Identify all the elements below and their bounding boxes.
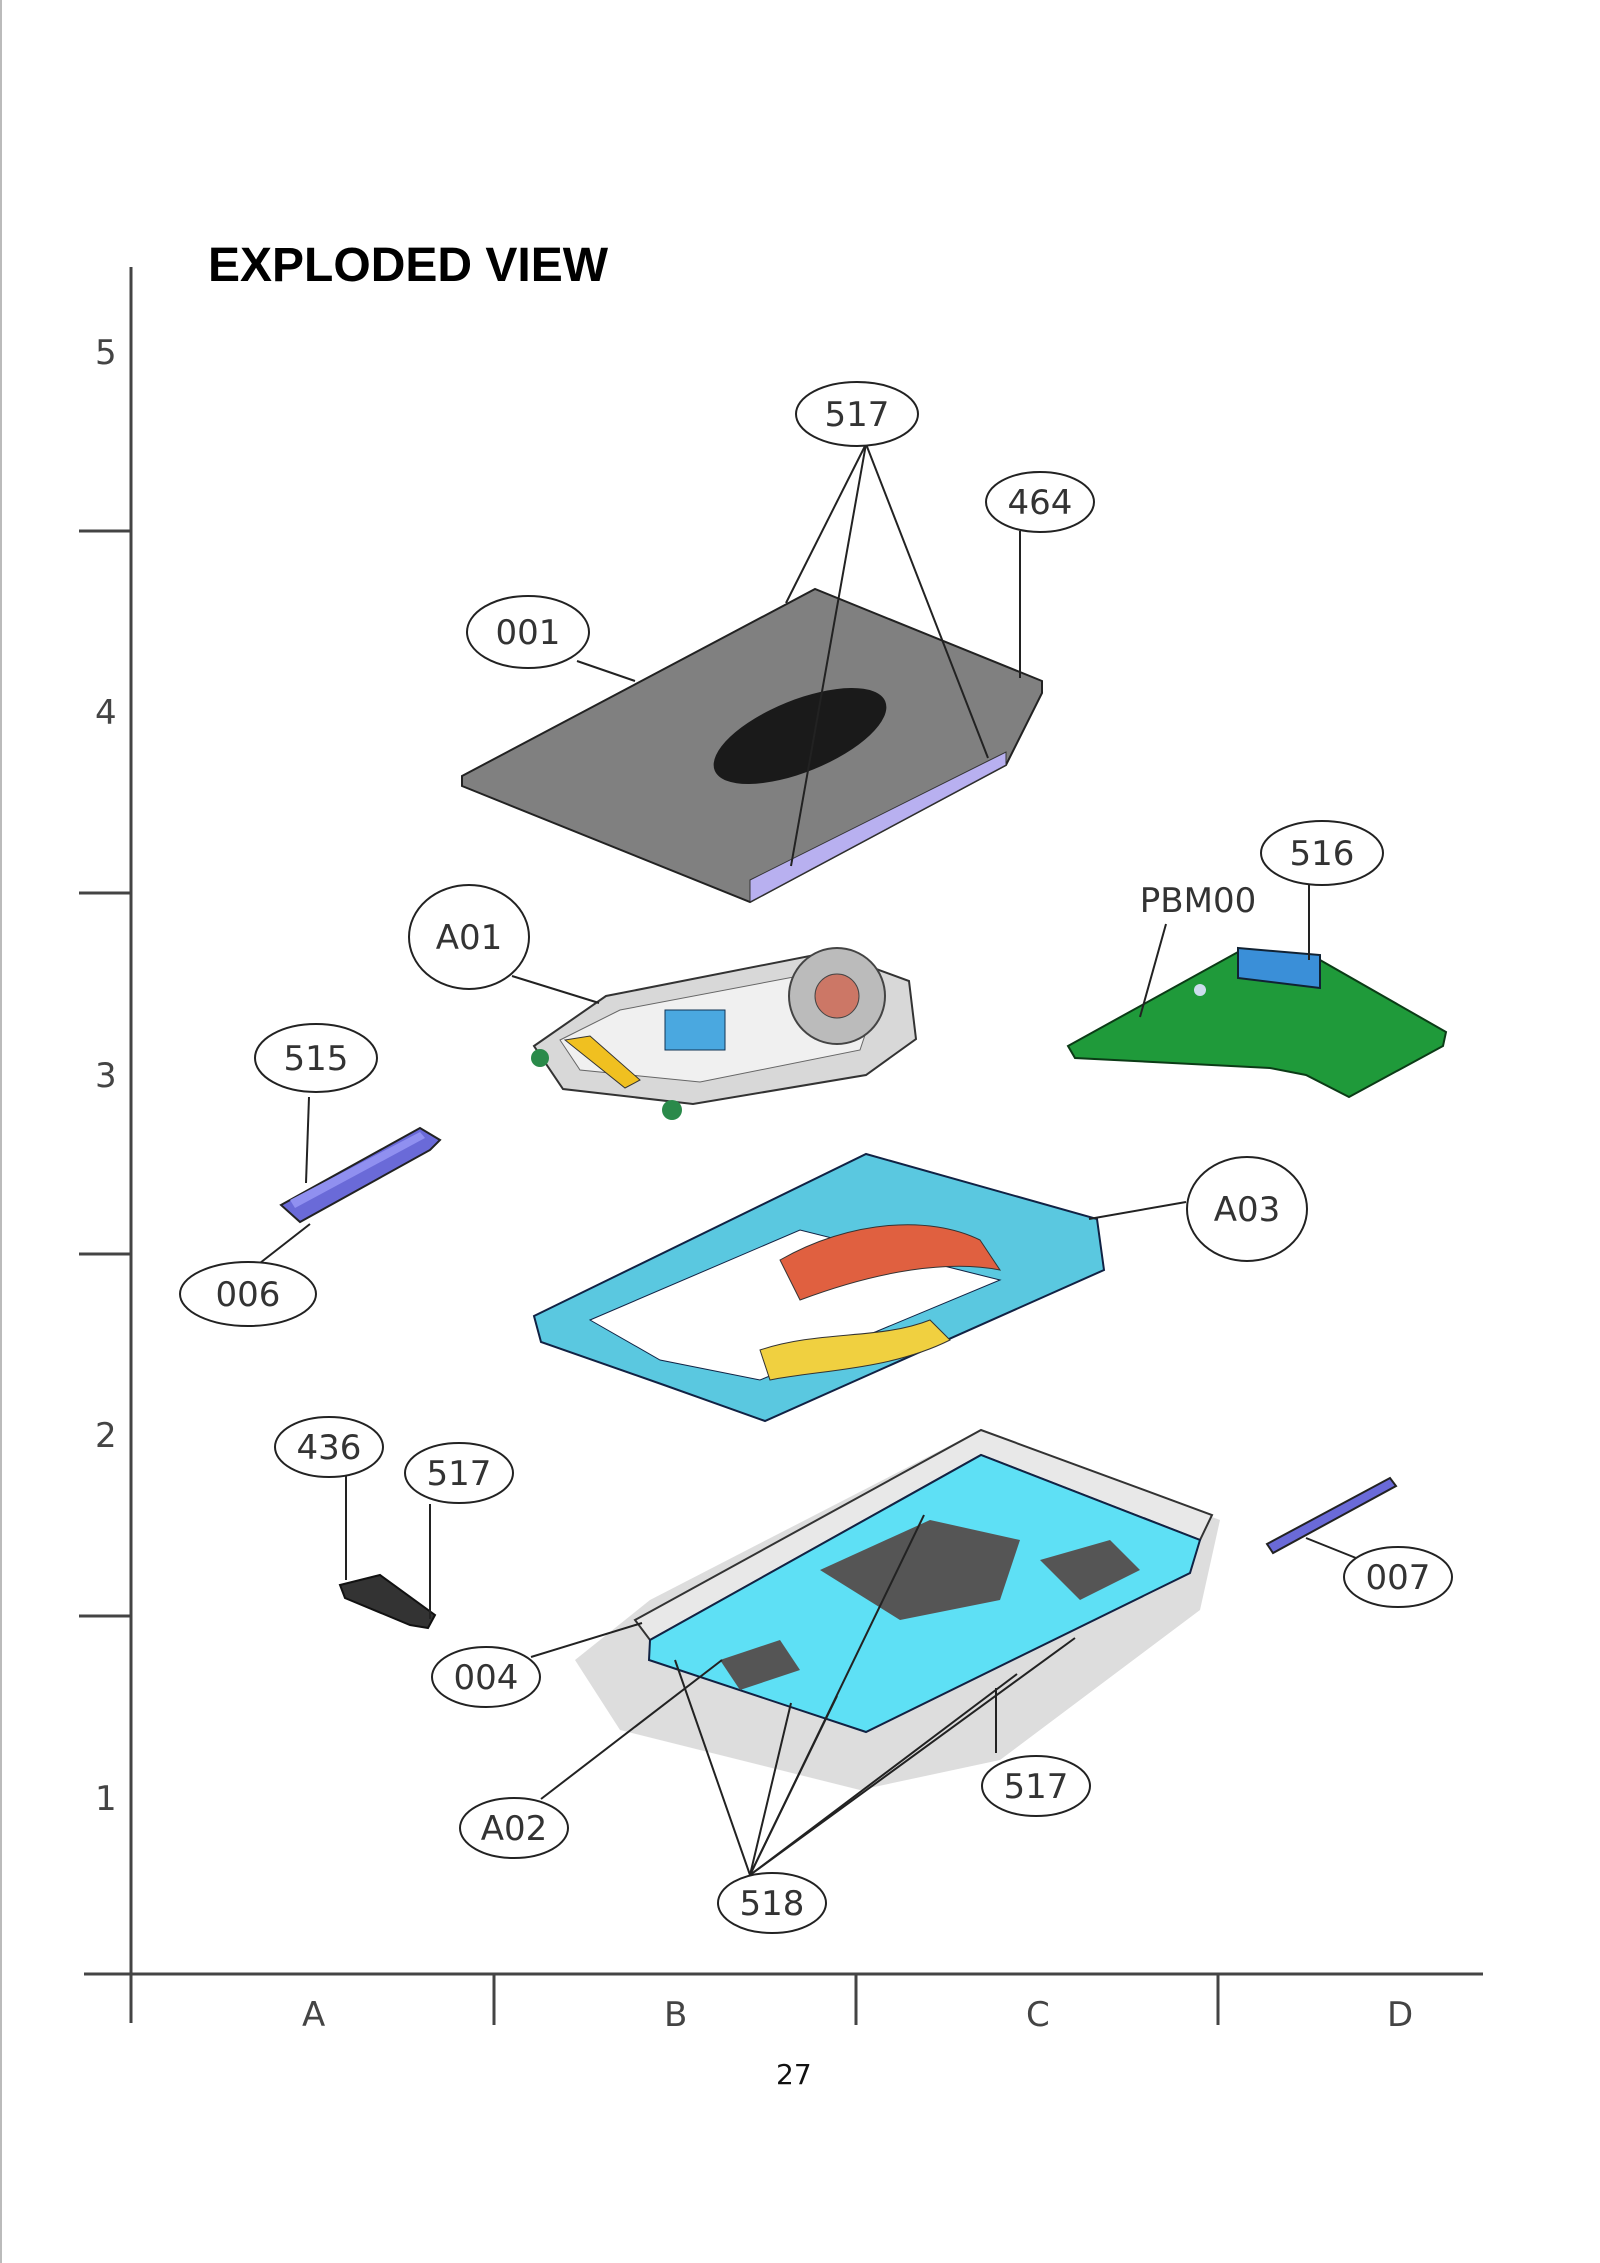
leader-line	[530, 1622, 643, 1658]
column-labels: A B C D	[302, 1995, 1413, 2035]
callout-label-c518: 518	[740, 1884, 805, 1924]
callout-bubble	[717, 1872, 827, 1934]
leader-line	[674, 1659, 751, 1876]
callout-label-c516: 516	[1290, 834, 1355, 874]
pcb-pbm00	[1066, 946, 1448, 1099]
callout-label-pbm00: PBM00	[1140, 881, 1256, 921]
leader-line	[790, 443, 867, 867]
callout-bubble	[254, 1023, 378, 1093]
leader-line	[1139, 923, 1167, 1018]
callout-bubble	[795, 381, 919, 447]
part-436-517	[338, 1573, 437, 1630]
callout-label-c004: 004	[454, 1658, 519, 1698]
callout-bubble	[431, 1646, 541, 1708]
row-label: 2	[95, 1416, 117, 1456]
callout-label-c007: 007	[1366, 1558, 1431, 1598]
row-label: 5	[95, 333, 117, 373]
callout-bubble	[1186, 1156, 1308, 1262]
callout-label-a02: A02	[481, 1809, 548, 1849]
callout-label-a01: A01	[436, 918, 503, 958]
page-title: EXPLODED VIEW	[208, 239, 609, 292]
callout-label-c006: 006	[216, 1275, 281, 1315]
frame-a03	[532, 1152, 1106, 1423]
row-label: 4	[95, 693, 117, 733]
leader-line	[305, 1096, 310, 1184]
leader-line	[576, 660, 636, 682]
callout-label-c515: 515	[284, 1039, 349, 1079]
leader-line	[865, 443, 989, 759]
row-label: 3	[95, 1056, 117, 1096]
row-label: 1	[95, 1779, 117, 1819]
callout-bubble	[466, 595, 590, 669]
leader-line	[511, 975, 600, 1004]
column-label: C	[1026, 1995, 1050, 2035]
callout-label-c517_top: 517	[825, 395, 890, 435]
top-cover-001	[461, 587, 1043, 904]
leader-line	[785, 443, 867, 604]
column-label: D	[1387, 1995, 1413, 2035]
callout-bubble	[179, 1261, 317, 1327]
leader-line	[749, 1514, 925, 1876]
callout-bubble	[985, 471, 1095, 533]
page-edge	[0, 0, 2, 2263]
column-label: B	[664, 1995, 687, 2035]
callout-bubble	[274, 1416, 384, 1478]
callout-bubble	[981, 1755, 1091, 1817]
column-label: A	[302, 1995, 325, 2035]
callout-bubble	[1260, 820, 1384, 886]
part-007	[1265, 1476, 1398, 1555]
grid-frame	[79, 267, 1483, 2025]
callout-label-c517_mid: 517	[427, 1454, 492, 1494]
callout-bubble	[408, 884, 530, 990]
callout-label-c436: 436	[297, 1428, 362, 1468]
leader-line	[540, 1659, 723, 1800]
callout-bubble	[1343, 1546, 1453, 1608]
page-number: 27	[776, 2058, 812, 2091]
tray-a02	[575, 1428, 1220, 1790]
part-515-006	[279, 1126, 442, 1224]
loader-a01	[531, 947, 918, 1120]
leader-line	[1305, 1537, 1357, 1559]
callout-label-a03: A03	[1214, 1190, 1281, 1230]
callout-label-c464: 464	[1008, 483, 1073, 523]
leader-line	[749, 1702, 792, 1876]
row-labels: 5 4 3 2 1	[95, 333, 117, 1819]
leader-line	[1088, 1201, 1187, 1220]
callout-label-c001: 001	[496, 613, 561, 653]
callout-bubble	[404, 1442, 514, 1504]
leader-line	[259, 1223, 311, 1264]
leader-line	[749, 1637, 1076, 1876]
leader-lines	[259, 443, 1357, 1876]
callout-label-c517_bottom: 517	[1004, 1767, 1069, 1807]
callout-bubble	[459, 1797, 569, 1859]
